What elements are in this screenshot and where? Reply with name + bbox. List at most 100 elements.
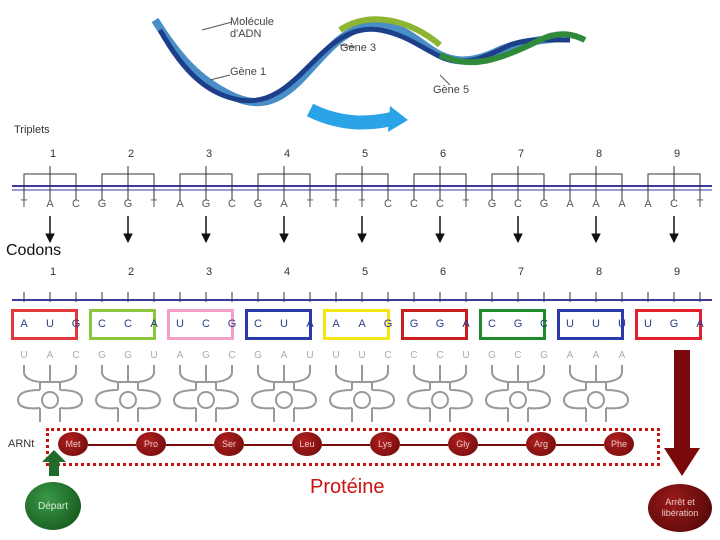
codon-base: A <box>358 318 366 330</box>
codon-box <box>245 309 312 340</box>
down-arrow-head-icon <box>201 233 211 244</box>
dna-base: A <box>176 198 184 210</box>
codon-number-2: 2 <box>127 266 135 278</box>
triplet-bracket <box>647 166 701 182</box>
codon-base: A <box>462 318 470 330</box>
codon-base: U <box>566 318 574 330</box>
anticodon-base: G <box>202 350 210 361</box>
triplet-bracket <box>23 166 77 182</box>
dna-base: T <box>306 198 314 210</box>
codon-number-6: 6 <box>439 266 447 278</box>
codon-base: U <box>618 318 626 330</box>
codon-number-7: 7 <box>517 266 525 278</box>
dna-base: T <box>150 198 158 210</box>
codon-base: A <box>696 318 704 330</box>
trna-loop-icon <box>275 391 293 409</box>
anticodon-base: C <box>436 350 444 361</box>
anticodon-base: U <box>332 350 340 361</box>
triplet-number-5: 5 <box>361 148 369 160</box>
codon-base: A <box>306 318 314 330</box>
down-arrow-head-icon <box>45 233 55 244</box>
codon-box <box>401 309 468 340</box>
down-arrow-head-icon <box>123 233 133 244</box>
triplet-bracket <box>257 166 311 182</box>
codon-base: A <box>150 318 158 330</box>
down-arrow-head-icon <box>669 233 679 244</box>
down-arrow-head-icon <box>513 233 523 244</box>
trna-molecule-icon <box>16 365 84 422</box>
codon-base: A <box>332 318 340 330</box>
codon-base: C <box>488 318 496 330</box>
amino-acid-pro: Pro <box>136 432 166 456</box>
anticodon-base: U <box>462 350 470 361</box>
codon-base: G <box>435 318 445 330</box>
codon-base: U <box>46 318 54 330</box>
codon-base: U <box>592 318 600 330</box>
dna-base: C <box>410 198 418 210</box>
stop-release-badge: Arrêt et libération <box>648 484 712 532</box>
dna-base: A <box>566 198 574 210</box>
dna-base: G <box>123 198 133 210</box>
transcription-arrows <box>45 216 679 244</box>
dna-base: A <box>618 198 626 210</box>
anticodon-base: A <box>566 350 574 361</box>
triplet-number-4: 4 <box>283 148 291 160</box>
protein-chain-box <box>46 428 660 466</box>
amino-acid-met: Met <box>58 432 88 456</box>
dna-base: C <box>384 198 392 210</box>
trna-molecule-icon <box>172 365 240 422</box>
codons-label: Codons <box>6 242 62 259</box>
dna-base: G <box>487 198 497 210</box>
anticodon-base: C <box>384 350 392 361</box>
dna-strand <box>12 166 712 200</box>
codon-number-5: 5 <box>361 266 369 278</box>
dna-base: T <box>462 198 470 210</box>
dna-helix-illustration <box>151 16 587 132</box>
codon-box <box>89 309 156 340</box>
triplet-number-2: 2 <box>127 148 135 160</box>
amino-acid-leu: Leu <box>292 432 322 456</box>
down-arrow-head-icon <box>357 233 367 244</box>
codon-base: U <box>176 318 184 330</box>
trna-loop-icon <box>509 391 527 409</box>
triplet-number-9: 9 <box>673 148 681 160</box>
dna-base: C <box>514 198 522 210</box>
mrna-strand <box>12 292 712 302</box>
triplet-bracket <box>101 166 155 182</box>
anticodon-base: U <box>20 350 28 361</box>
amino-acid-phe: Phe <box>604 432 634 456</box>
triplet-bracket <box>491 166 545 182</box>
triplet-number-3: 3 <box>205 148 213 160</box>
anticodon-base: U <box>358 350 366 361</box>
amino-acid-gly: Gly <box>448 432 478 456</box>
trna-molecule-icon <box>250 365 318 422</box>
down-arrow-head-icon <box>591 233 601 244</box>
trna-molecule-icon <box>484 365 552 422</box>
codon-number-3: 3 <box>205 266 213 278</box>
proteine-label: Protéine <box>310 476 385 498</box>
codon-box <box>479 309 546 340</box>
dna-base: A <box>644 198 652 210</box>
codon-base: A <box>20 318 28 330</box>
codon-box <box>167 309 234 340</box>
gene-1-label: Gène 1 <box>230 66 267 78</box>
anticodon-base: C <box>228 350 236 361</box>
dna-base: G <box>253 198 263 210</box>
anticodon-base: A <box>592 350 600 361</box>
triplet-bracket <box>335 166 389 182</box>
gene-5-label: Gène 5 <box>433 84 470 96</box>
codon-base: G <box>409 318 419 330</box>
codon-base: C <box>202 318 210 330</box>
codon-box <box>635 309 702 340</box>
arnt-label: ARNt <box>8 438 35 450</box>
triplet-number-8: 8 <box>595 148 603 160</box>
codon-base: G <box>513 318 523 330</box>
anticodon-base: C <box>514 350 522 361</box>
trna-molecule-icon <box>328 365 396 422</box>
down-arrow-head-icon <box>435 233 445 244</box>
anticodon-base: G <box>124 350 132 361</box>
anticodon-base: A <box>46 350 54 361</box>
anticodon-base: G <box>254 350 262 361</box>
dna-base: G <box>539 198 549 210</box>
